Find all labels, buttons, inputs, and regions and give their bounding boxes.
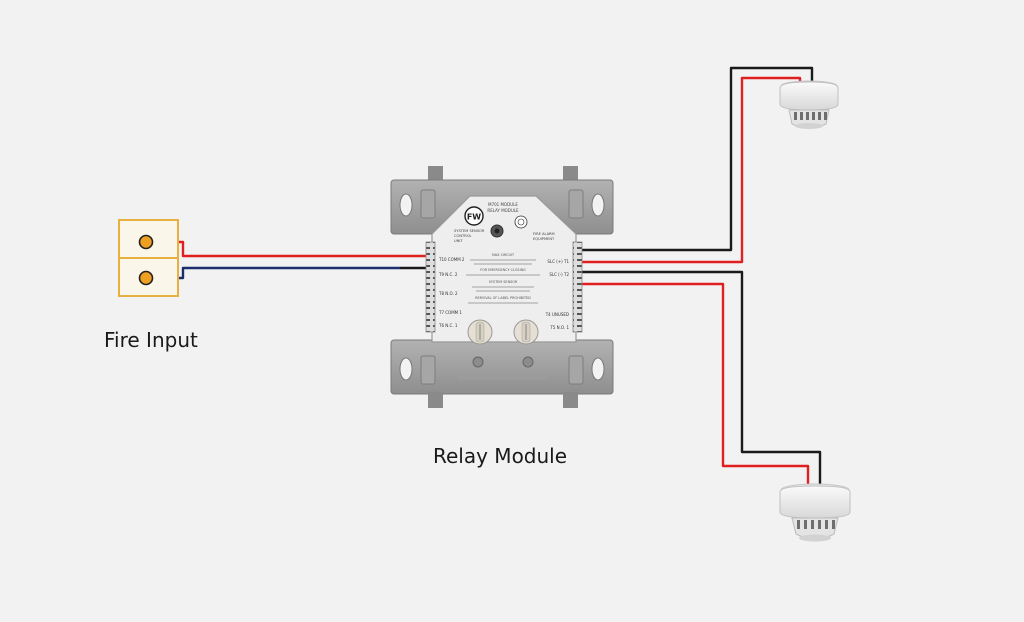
- slc-bottom-red-wire: [576, 282, 810, 488]
- slc-top-red-wire: [576, 76, 802, 264]
- fire-input-red-wire: [146, 240, 440, 258]
- module-right-terminal-strip: [572, 241, 583, 333]
- slc-top-black-wire: [576, 66, 814, 252]
- module-bottom-bracket: [390, 339, 614, 408]
- module-brand-mark: FW: [467, 213, 481, 222]
- module-terminal-left-1: T10 COMM 2: [438, 257, 465, 262]
- module-center-text-2: FOR EMERGENCY CLOSING: [480, 268, 526, 272]
- module-cert-badge: [514, 215, 528, 229]
- relay-module-label: Relay Module: [433, 444, 568, 468]
- module-center-text-1: MAX CIRCUIT: [492, 253, 515, 257]
- module-cert-right-line1: FIRE ALARM: [533, 232, 555, 236]
- module-left-terminal-strip: [425, 241, 436, 333]
- fire-input-terminal-2: [138, 270, 154, 286]
- module-face: [431, 195, 577, 343]
- module-center-text-4: REMOVAL OF LABEL PROHIBITED: [475, 296, 531, 300]
- fire-input-terminal-1: [138, 234, 154, 250]
- fire-input-blue-wire: [146, 266, 400, 280]
- module-rotary-switch-left: [467, 319, 493, 345]
- module-header-line2: RELAY MODULE: [487, 208, 519, 213]
- smoke-detector-bottom-icon: [779, 483, 851, 542]
- module-terminal-right-1: SLC (+) T1: [547, 259, 569, 264]
- module-cert-left-line2: CONTROL: [454, 234, 472, 238]
- module-header-line1: M701 MODULE: [488, 202, 518, 207]
- module-center-text-3: SYSTEM SENSOR: [489, 280, 518, 284]
- module-rotary-switch-right: [513, 319, 539, 345]
- module-terminal-left-4: T7 COMM 1: [438, 310, 462, 315]
- module-terminal-right-2: SLC (-) T2: [549, 272, 569, 277]
- module-terminal-left-3: T8 N.O. 2: [438, 291, 458, 296]
- module-terminal-left-5: T6 N.C. 1: [438, 323, 458, 328]
- relay-module: FW M701 MODULE RELAY MODULE SYSTEM SENSO…: [390, 166, 614, 408]
- module-cert-right-line2: EQUIPMENT: [533, 237, 555, 241]
- module-cert-left-line3: UNIT: [454, 239, 463, 243]
- module-terminal-right-4: T5 N.O. 1: [549, 325, 569, 330]
- module-terminal-right-3: T4 UNUSED: [545, 312, 569, 317]
- module-logo: FW: [464, 206, 484, 226]
- slc-bottom-black-wire: [576, 270, 822, 488]
- module-terminal-left-2: T9 N.C. 2: [438, 272, 458, 277]
- module-cert-left-line1: SYSTEM SENSOR: [454, 229, 485, 233]
- fire-input-label: Fire Input: [104, 328, 198, 352]
- smoke-detector-top-icon: [779, 80, 839, 129]
- fire-input-terminal-block: [118, 219, 179, 297]
- module-fine-print: [466, 259, 540, 304]
